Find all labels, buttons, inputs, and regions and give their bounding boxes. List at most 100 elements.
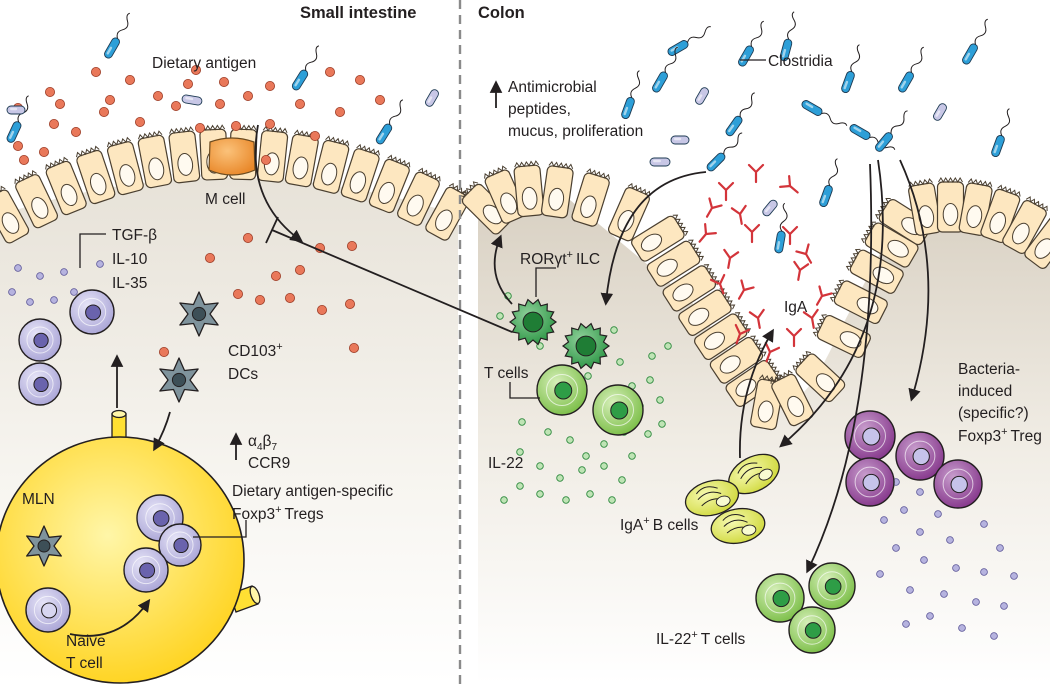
label-amp-2: peptides, (508, 101, 571, 118)
inhibition-line (271, 229, 513, 333)
il22-t-cell (755, 573, 805, 623)
label-iga-b-cells: IgA+B cells (620, 515, 699, 534)
il22-dot (496, 312, 504, 320)
arrow-antigen-uptake (254, 124, 304, 243)
clostridia-bacterium (779, 11, 796, 62)
clostridia-bacterium (375, 99, 404, 145)
label-dietary-antigen: Dietary antigen (152, 55, 256, 72)
antigen-dot (125, 75, 136, 86)
clostridia-bacterium (725, 92, 755, 137)
antigen-dot (12, 140, 23, 151)
antigen-dot (45, 87, 56, 98)
antigen-dot (158, 346, 169, 357)
iga-antibody (730, 204, 747, 225)
antigen-dot (170, 101, 181, 112)
leader-ilc (535, 267, 556, 297)
cytokine-dot (26, 298, 34, 306)
il22-dot (516, 448, 524, 456)
antigen-dot (232, 288, 243, 299)
epithelial-cell (1002, 196, 1048, 254)
iga-antibody (734, 323, 751, 345)
iga-antibody (743, 223, 761, 244)
epithelial-cell (980, 184, 1021, 244)
clostridia-bacterium (706, 132, 743, 172)
bacteria-group (6, 11, 1011, 254)
cytokine-dot (926, 612, 934, 620)
label-mln: MLN (22, 491, 55, 508)
antigen-dot (346, 240, 357, 251)
antigen-dot (134, 117, 145, 128)
epithelial-cell (694, 312, 752, 361)
cytokine-dot (36, 272, 44, 280)
colon-lamina-propria (478, 195, 1050, 684)
antigen-dot (39, 146, 50, 157)
epithelial-cell (340, 143, 380, 203)
label-amp-3: mucus, proliferation (508, 123, 643, 140)
title-small-intestine: Small intestine (300, 4, 416, 22)
cytokine-dot (880, 516, 888, 524)
label-il22-t-cells: IL-22+T cells (656, 629, 746, 648)
cytokine-dot (996, 544, 1004, 552)
il22-dot (658, 420, 666, 428)
cytokine-dot (900, 506, 908, 514)
commensal-bacterium (425, 89, 439, 107)
clostridia-bacterium (875, 110, 908, 152)
iga-antibody (747, 163, 765, 184)
clostridia-bacterium (819, 158, 839, 208)
il22-dot (656, 396, 664, 404)
label-bact-1: Bacteria- (958, 361, 1020, 378)
il22-dot (600, 440, 608, 448)
iga-antibody (737, 279, 755, 300)
cytokine-dot (60, 268, 68, 276)
il22-dot (516, 482, 524, 490)
epithelial-cell (368, 154, 411, 214)
antigen-dot (218, 77, 229, 88)
clostridia-bacterium (841, 44, 861, 94)
epithelial-cell (137, 130, 173, 189)
epithelial-cell (725, 358, 783, 408)
epithelial-cell (284, 129, 319, 188)
antigen-dot (214, 99, 225, 110)
antigen-dot (204, 252, 215, 263)
epithelial-cell (312, 135, 350, 194)
inhibition-bar (265, 216, 279, 244)
cytokine-dot (70, 288, 78, 296)
cytokine-dot (990, 632, 998, 640)
epithelial-cell (45, 156, 87, 216)
antigen-dot (334, 107, 345, 118)
clostridia-bacterium (652, 46, 678, 93)
cytokine-dot (916, 528, 924, 536)
il22-dot (578, 466, 586, 474)
antigen-dot (316, 304, 327, 315)
clostridia-bacterium (104, 12, 130, 59)
antigen-dot (284, 292, 295, 303)
il22-t-cell (788, 606, 836, 654)
il22-dot (608, 496, 616, 504)
clostridia-bacterium (801, 100, 848, 126)
antigen-dot (309, 130, 320, 141)
iga-antibodies (698, 163, 833, 363)
arrow-bcells-to-iga (739, 328, 774, 459)
text-labels: Small intestine Colon Dietary antigen M … (22, 4, 1042, 672)
cytokine-dot (952, 564, 960, 572)
cytokine-dot (946, 536, 954, 544)
cytokine-dot (1000, 602, 1008, 610)
il22-dot (518, 418, 526, 426)
commensal-bacterium (670, 135, 690, 145)
iga-antibody (723, 248, 740, 269)
colon-epithelium (459, 160, 1050, 431)
iga-antibody (802, 308, 819, 329)
cytokine-dot (972, 598, 980, 606)
commensal-bacterium (762, 199, 778, 217)
iga-antibody (793, 260, 810, 281)
arrow-bacteria-to-tcells (600, 171, 707, 306)
iga-antibody (764, 341, 781, 363)
il22-dot (536, 462, 544, 470)
cytokine-dot (934, 510, 942, 518)
clostridia-bacterium (291, 45, 320, 91)
label-bact-foxp3: Foxp3+Treg (958, 426, 1042, 445)
il22-dot (536, 490, 544, 498)
antigen-dot (294, 264, 305, 275)
